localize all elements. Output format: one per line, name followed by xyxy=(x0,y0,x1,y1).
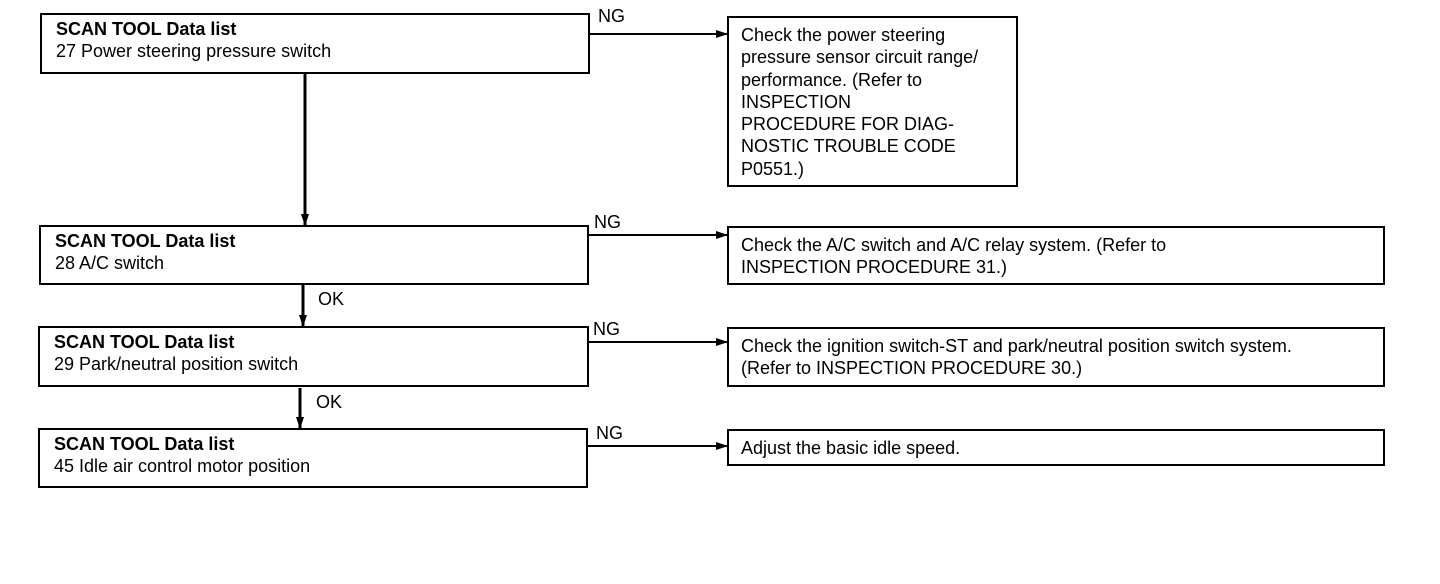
result-line: P0551.) xyxy=(741,158,805,179)
ok-label-1: OK xyxy=(318,289,345,309)
result-box-ac-switch: Check the A/C switch and A/C relay syste… xyxy=(727,226,1385,285)
result-box-power-steering: Check the power steering pressure sensor… xyxy=(727,16,1018,187)
step-box-45: SCAN TOOL Data list 45 Idle air control … xyxy=(38,428,588,488)
ng-label-1: NG xyxy=(598,6,625,26)
result-line: PROCEDURE FOR DIAG- xyxy=(741,114,955,135)
step-title: SCAN TOOL Data list xyxy=(54,332,235,352)
step-title: SCAN TOOL Data list xyxy=(55,231,236,251)
step-title: SCAN TOOL Data list xyxy=(54,434,235,454)
step-item: 28 A/C switch xyxy=(55,253,165,273)
result-box-ignition-switch: Check the ignition switch-ST and park/ne… xyxy=(727,327,1385,387)
result-line: INSPECTION PROCEDURE 31.) xyxy=(741,257,1008,277)
result-line: (Refer to INSPECTION PROCEDURE 30.) xyxy=(741,358,1083,378)
result-line: NOSTIC TROUBLE CODE xyxy=(741,136,956,157)
ok-label-2: OK xyxy=(316,392,343,412)
result-line: INSPECTION xyxy=(741,91,852,112)
ng-label-4: NG xyxy=(596,423,623,443)
result-line: Check the ignition switch-ST and park/ne… xyxy=(741,336,1292,356)
result-line: Adjust the basic idle speed. xyxy=(741,438,961,458)
ng-label-3: NG xyxy=(593,319,620,339)
result-line: Check the power steering xyxy=(741,25,946,45)
result-line: Check the A/C switch and A/C relay syste… xyxy=(741,235,1167,255)
step-item: 27 Power steering pressure switch xyxy=(56,41,332,61)
step-item: 29 Park/neutral position switch xyxy=(54,354,299,374)
result-line: pressure sensor circuit range/ xyxy=(741,47,979,68)
step-item: 45 Idle air control motor position xyxy=(54,456,311,476)
step-box-28: SCAN TOOL Data list 28 A/C switch xyxy=(39,225,589,285)
result-line: performance. (Refer to xyxy=(741,69,923,90)
step-title: SCAN TOOL Data list xyxy=(56,19,237,39)
ng-label-2: NG xyxy=(594,212,621,232)
step-box-27: SCAN TOOL Data list 27 Power steering pr… xyxy=(40,13,590,74)
step-box-29: SCAN TOOL Data list 29 Park/neutral posi… xyxy=(38,326,589,387)
result-box-idle-speed: Adjust the basic idle speed. xyxy=(727,429,1385,466)
